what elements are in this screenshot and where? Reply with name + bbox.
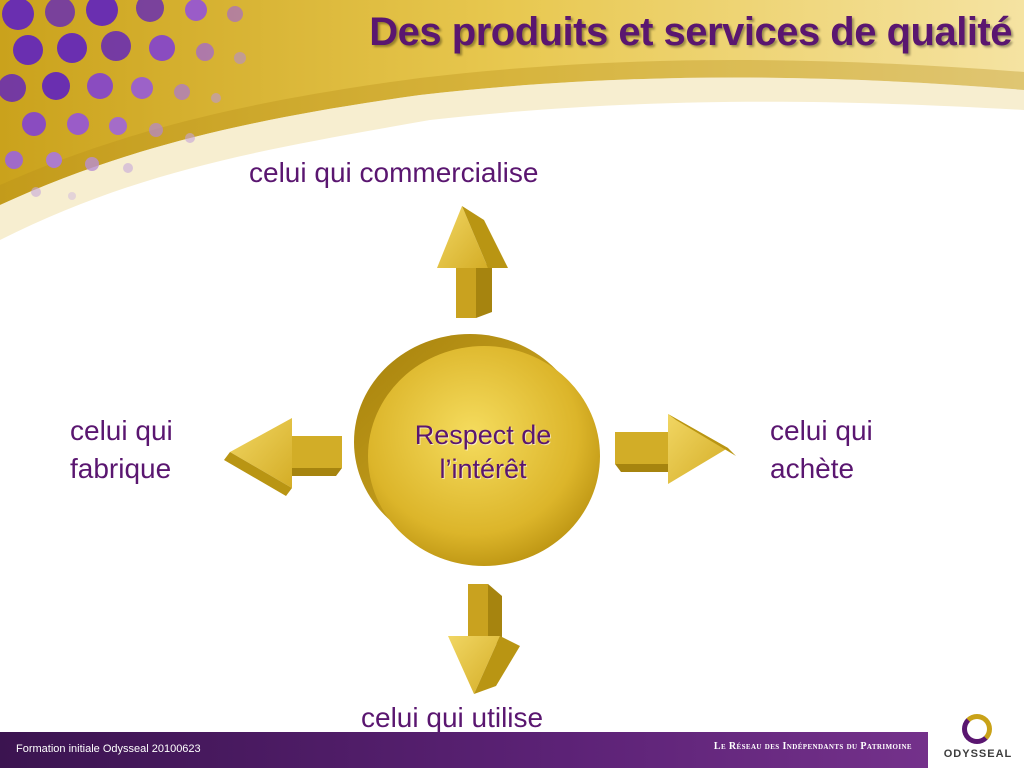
center-label-line-1: Respect de	[414, 420, 552, 450]
arrow-down-icon	[448, 584, 520, 694]
arrow-up-icon	[437, 206, 508, 318]
label-buyer: celui qui achète	[770, 412, 873, 488]
odysseal-logo: ODYSSEAL	[928, 708, 1024, 768]
arrow-right-icon	[615, 414, 736, 484]
center-disc	[354, 334, 600, 566]
label-buyer-line-2: achète	[770, 453, 855, 484]
label-marketer: celui qui commercialise	[249, 154, 538, 192]
arrow-left-icon	[224, 418, 342, 496]
center-label-line-2: l’intérêt	[439, 454, 527, 484]
label-manufacturer: celui qui fabrique	[70, 412, 173, 488]
footer-left-text: Formation initiale Odysseal 20100623	[16, 743, 201, 755]
slide-title: Des produits et services de qualité	[369, 10, 1012, 54]
logo-text: ODYSSEAL	[943, 748, 1013, 760]
footer-tagline: Le Réseau des Indépendants du Patrimoine	[713, 741, 912, 752]
dots-pattern	[0, 0, 246, 200]
center-label: Respect de l’intérêt	[378, 418, 588, 486]
logo-ring-icon	[962, 714, 992, 744]
label-manufacturer-line-1: celui qui	[70, 415, 173, 446]
label-buyer-line-1: celui qui	[770, 415, 873, 446]
footer-bar: Formation initiale Odysseal 20100623 Le …	[0, 732, 1024, 768]
label-marketer-text: celui qui commercialise	[249, 157, 539, 188]
label-user: celui qui utilise	[361, 699, 543, 737]
label-manufacturer-line-2: fabrique	[70, 453, 172, 484]
label-user-text: celui qui utilise	[361, 702, 544, 733]
